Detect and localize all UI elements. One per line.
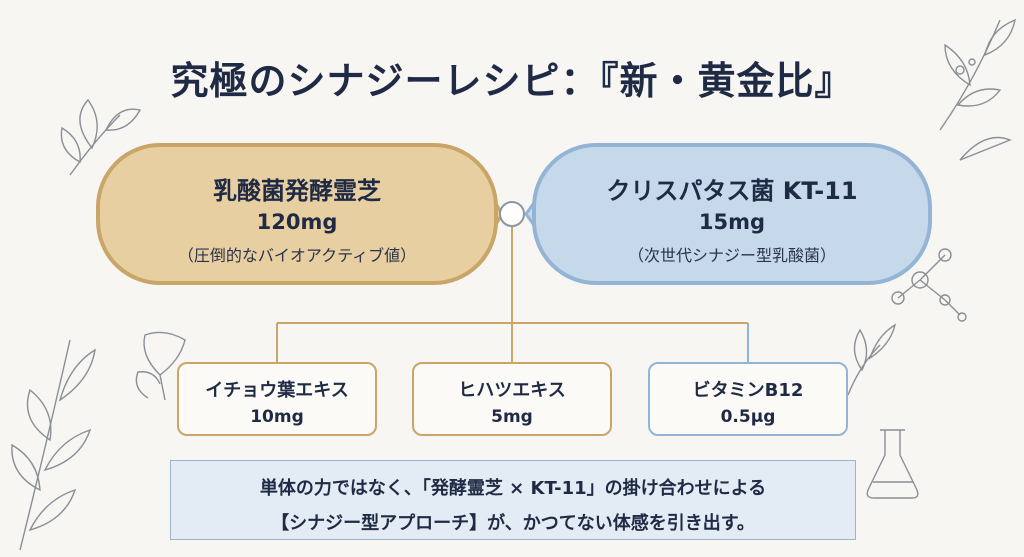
ingredient-amount: 10mg bbox=[250, 407, 304, 427]
sub-ingredient-ginkgo: イチョウ葉エキス 10mg bbox=[177, 362, 377, 436]
sub-ingredient-vitamin-b12: ビタミンB12 0.5μg bbox=[648, 362, 848, 436]
ingredient-amount: 120mg bbox=[256, 210, 338, 234]
ingredient-amount: 15mg bbox=[698, 210, 766, 234]
leaf-sprig-icon bbox=[939, 18, 1016, 161]
sub-ingredient-hihatsu: ヒハツエキス 5mg bbox=[412, 362, 612, 436]
ingredient-amount: 0.5μg bbox=[720, 407, 776, 427]
ingredient-amount: 5mg bbox=[491, 407, 533, 427]
leaf-sprig-icon bbox=[60, 98, 142, 176]
ingredient-name: 乳酸菌発酵霊芝 bbox=[213, 177, 381, 205]
ingredient-name: イチョウ葉エキス bbox=[205, 380, 349, 401]
main-ingredient-left: 乳酸菌発酵霊芝 120mg （圧倒的なバイオアクティブ値） bbox=[96, 143, 498, 285]
center-junction-node bbox=[499, 201, 525, 227]
summary-box: 単体の力ではなく、「発酵霊芝 × KT-11」の掛け合わせによる 【シナジー型ア… bbox=[170, 460, 856, 540]
main-ingredient-right: クリスパタス菌 KT-11 15mg （次世代シナジー型乳酸菌） bbox=[532, 143, 932, 285]
ingredient-name: ヒハツエキス bbox=[458, 380, 566, 401]
leaf-sprig-icon bbox=[847, 323, 897, 396]
leaf-sprig-icon bbox=[11, 339, 96, 551]
page-title: 究極のシナジーレシピ：『新・黄金比』 bbox=[170, 59, 854, 103]
connector-lines bbox=[276, 226, 749, 362]
molecule-icon bbox=[891, 248, 967, 322]
flask-icon bbox=[866, 429, 919, 499]
ingredient-note: （圧倒的なバイオアクティブ値） bbox=[177, 246, 417, 265]
ingredient-note: （次世代シナジー型乳酸菌） bbox=[627, 246, 836, 265]
ginkgo-leaf-icon bbox=[135, 331, 186, 401]
summary-line-2: 【シナジー型アプローチ】が、かつてない体感を引き出す。 bbox=[271, 513, 755, 534]
summary-line-1: 単体の力ではなく、「発酵霊芝 × KT-11」の掛け合わせによる bbox=[259, 478, 767, 499]
ingredient-name: クリスパタス菌 KT-11 bbox=[606, 177, 858, 205]
ingredient-name: ビタミンB12 bbox=[692, 380, 804, 401]
